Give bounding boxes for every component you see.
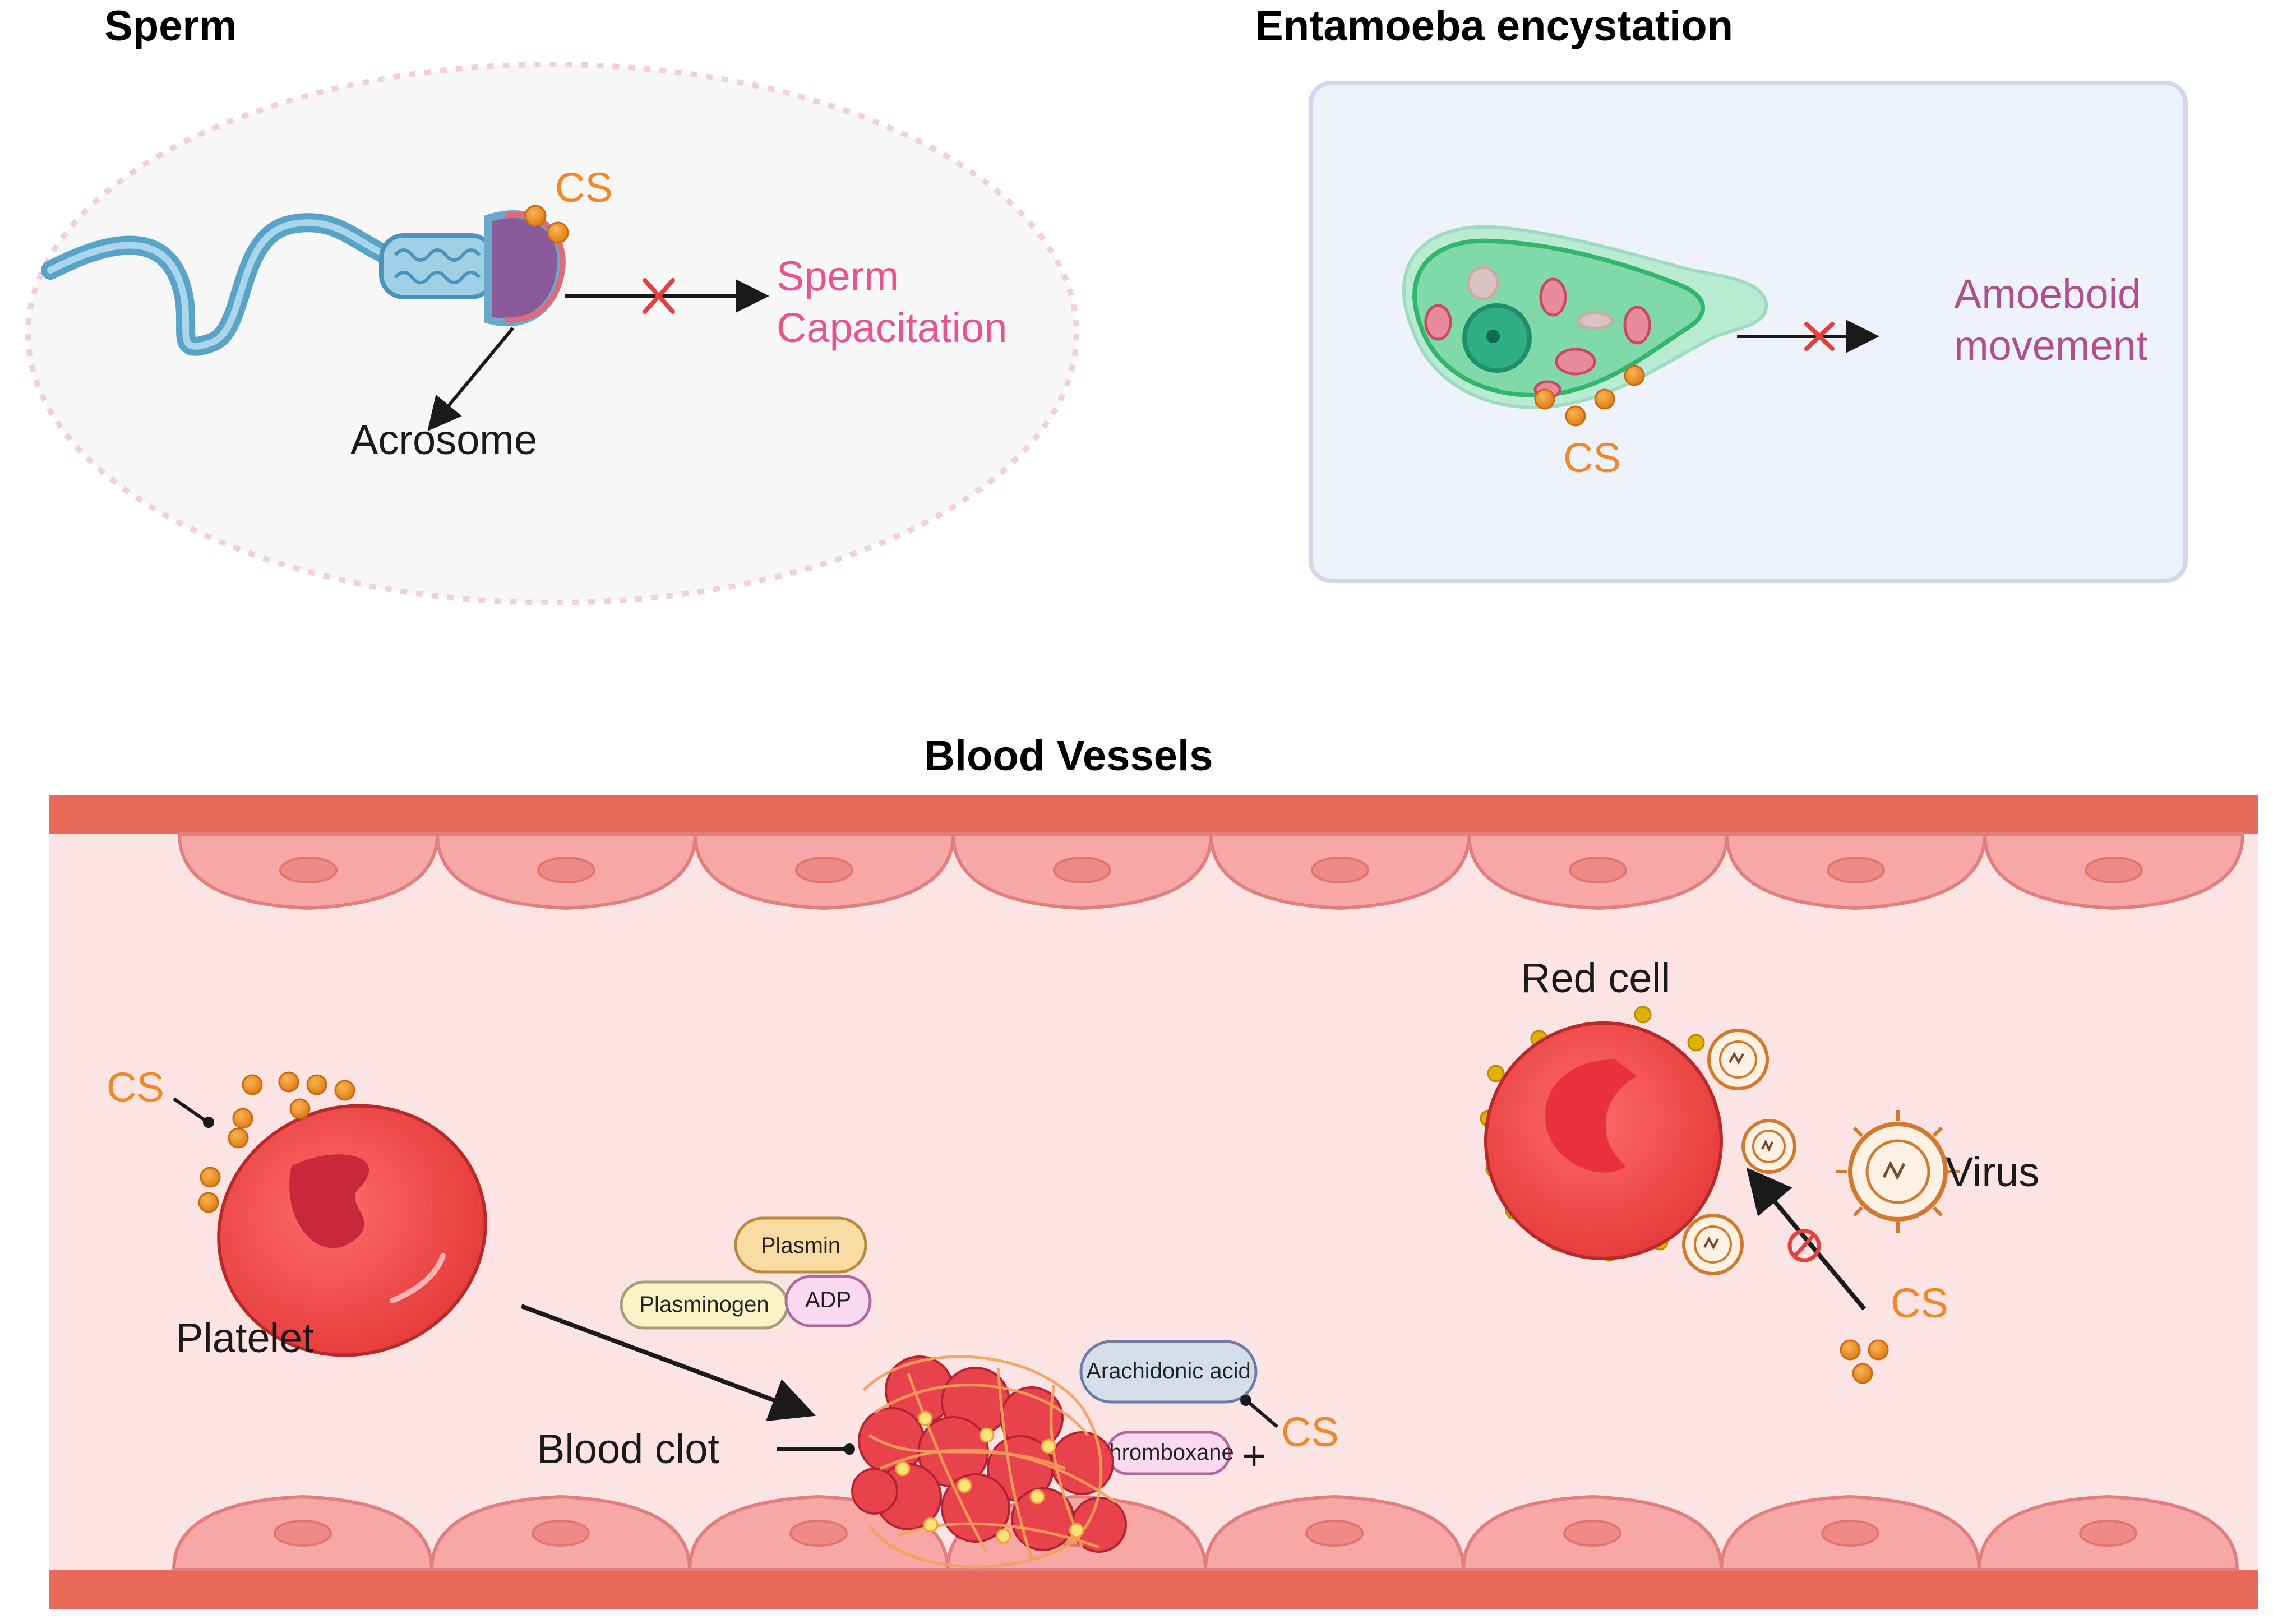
bound-viruses [1682, 1029, 1796, 1275]
sperm-cs-beads [524, 205, 569, 244]
pathway-cs-pointer [1246, 1400, 1278, 1428]
red-cell [1480, 1006, 1723, 1262]
pathway-plus: + [1242, 1432, 1266, 1479]
blood-vessels-title: Blood Vessels [924, 732, 1213, 780]
plasminogen-text: Plasminogen [639, 1292, 769, 1317]
plasmin-pill: Plasmin [734, 1216, 867, 1274]
sperm-outcome-line1: Sperm [777, 253, 899, 299]
platelet-shine [390, 1253, 446, 1303]
entamoeba-box [1309, 81, 2188, 583]
red-cell-dimple [1545, 1059, 1637, 1173]
sperm-tail-highlight [47, 219, 396, 350]
adp-text: ADP [805, 1288, 851, 1312]
plasmin-text: Plasmin [761, 1233, 840, 1258]
amoeba-outcome-line1: Amoeboid [1954, 271, 2141, 317]
platelet [217, 1104, 487, 1357]
virus-label: Virus [1946, 1149, 2039, 1195]
amoeba-vacuoles [1424, 266, 1651, 399]
platelet-highlight [289, 1154, 369, 1248]
platelet-label: Platelet [175, 1315, 314, 1361]
sperm-mitochondria [394, 248, 481, 284]
acrosome-label: Acrosome [350, 417, 537, 463]
sperm-title: Sperm [104, 2, 237, 50]
arachidonic-acid-pill: Arachidonic acid [1079, 1340, 1258, 1404]
sperm-outcome-line2: Capacitation [777, 304, 1007, 351]
amoeba-inhibit-cross-icon [1804, 322, 1835, 351]
blood-vessels-panel: Blood Vessels [49, 732, 2258, 1609]
sperm-panel: Sperm CS Sperm Capacitation Acrosome [25, 2, 1079, 605]
platelet-cs-pointer [173, 1097, 207, 1123]
sperm-cs-label: CS [555, 164, 613, 211]
red-cell-cs-label: CS [1891, 1280, 1948, 1326]
clot-pointer-dot [844, 1443, 855, 1455]
amoeba-outcome-line2: movement [1954, 322, 2148, 369]
endothelium-top [177, 832, 2245, 910]
blood-clot [851, 1355, 1127, 1569]
platelet-cs-pointer-dot [203, 1117, 214, 1128]
thromboxane-text: thromboxane [1103, 1440, 1233, 1465]
amoeba-nucleolus [1486, 330, 1500, 343]
platelet-cs-label: CS [107, 1064, 164, 1111]
pathway-cs-pointer-dot [1240, 1395, 1251, 1406]
free-virus-icon [1836, 1110, 1960, 1233]
inhibit-icon [1787, 1229, 1821, 1262]
virus-small-icon [1707, 1029, 1769, 1090]
plasminogen-pill: Plasminogen [620, 1280, 789, 1330]
red-cell-label: Red cell [1521, 955, 1670, 1001]
amoeba-cs-label: CS [1563, 434, 1621, 481]
vessel-wall-bottom [49, 1570, 2258, 1609]
entamoeba-panel: Entamoeba encystation CS [1255, 2, 2188, 583]
platelet-cs-beads [198, 1071, 355, 1213]
adp-pill: ADP [784, 1275, 872, 1327]
thromboxane-pill: thromboxane [1103, 1431, 1234, 1475]
acrosome-pointer [427, 327, 515, 432]
red-cell-cs-beads [1840, 1339, 1889, 1384]
pathway-cs-label: CS [1281, 1409, 1339, 1455]
sperm-inhibit-cross-icon [643, 278, 675, 314]
entamoeba-title: Entamoeba encystation [1255, 2, 1733, 50]
virus-small-icon [1682, 1214, 1744, 1275]
vessel-wall-top [49, 795, 2258, 834]
blood-clot-label: Blood clot [537, 1426, 719, 1472]
virus-small-icon [1741, 1119, 1796, 1174]
sperm-midpiece [379, 233, 496, 299]
arachidonic-acid-text: Arachidonic acid [1086, 1359, 1251, 1384]
sperm-dotted-ellipse [25, 62, 1079, 605]
amoeba-cs-beads [1534, 365, 1645, 427]
platelet-to-clot-arrow [520, 1304, 816, 1422]
